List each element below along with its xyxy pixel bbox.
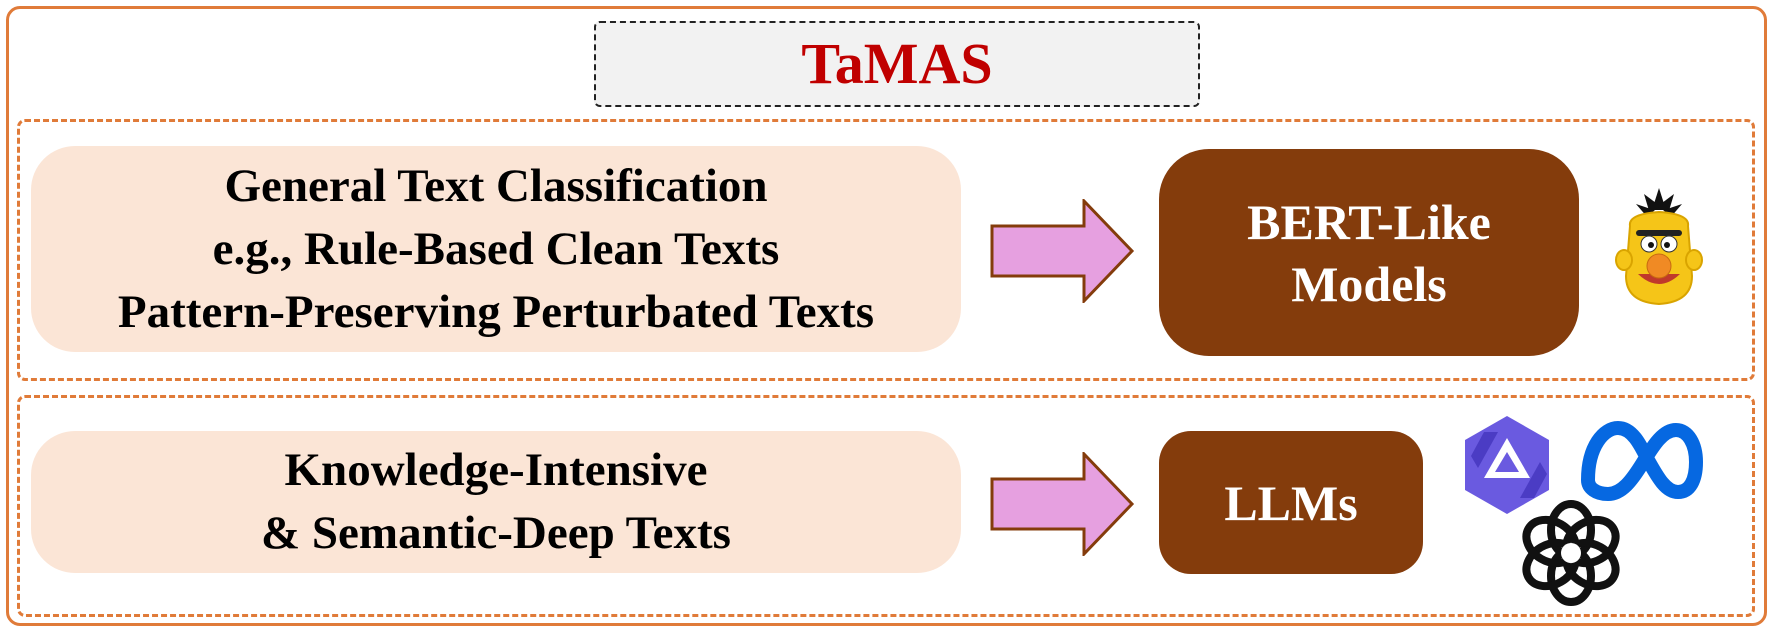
bert-character-icon (1615, 188, 1703, 306)
arrow-right-icon (990, 199, 1135, 303)
diagram-title: TaMAS (801, 31, 993, 96)
general-text-line-2: e.g., Rule-Based Clean Texts (212, 222, 780, 275)
openai-logo-icon (1522, 500, 1620, 606)
top-section (17, 119, 1755, 381)
general-text-box: General Text Classification e.g., Rule-B… (31, 146, 961, 352)
meta-logo-icon (1581, 421, 1703, 501)
title-box: TaMAS (594, 21, 1200, 107)
general-text-line-1: General Text Classification (224, 159, 768, 212)
knowledge-text-line-2: & Semantic-Deep Texts (261, 507, 731, 559)
general-text-line-3: Pattern-Preserving Perturbated Texts (117, 285, 875, 338)
bert-label-line-1: BERT-Like (1247, 193, 1491, 250)
knowledge-text-box: Knowledge-Intensive & Semantic-Deep Text… (31, 431, 961, 573)
llms-label: LLMs (1224, 474, 1358, 531)
bert-like-models-box: BERT-Like Models (1159, 149, 1579, 356)
llms-box: LLMs (1159, 431, 1423, 574)
arrow-right-icon (990, 452, 1135, 556)
outer-frame (6, 6, 1767, 626)
qwen-logo-icon (1465, 416, 1549, 514)
bottom-section (17, 395, 1755, 617)
bert-label-line-2: Models (1291, 255, 1447, 312)
knowledge-text-line-1: Knowledge-Intensive (284, 444, 708, 496)
